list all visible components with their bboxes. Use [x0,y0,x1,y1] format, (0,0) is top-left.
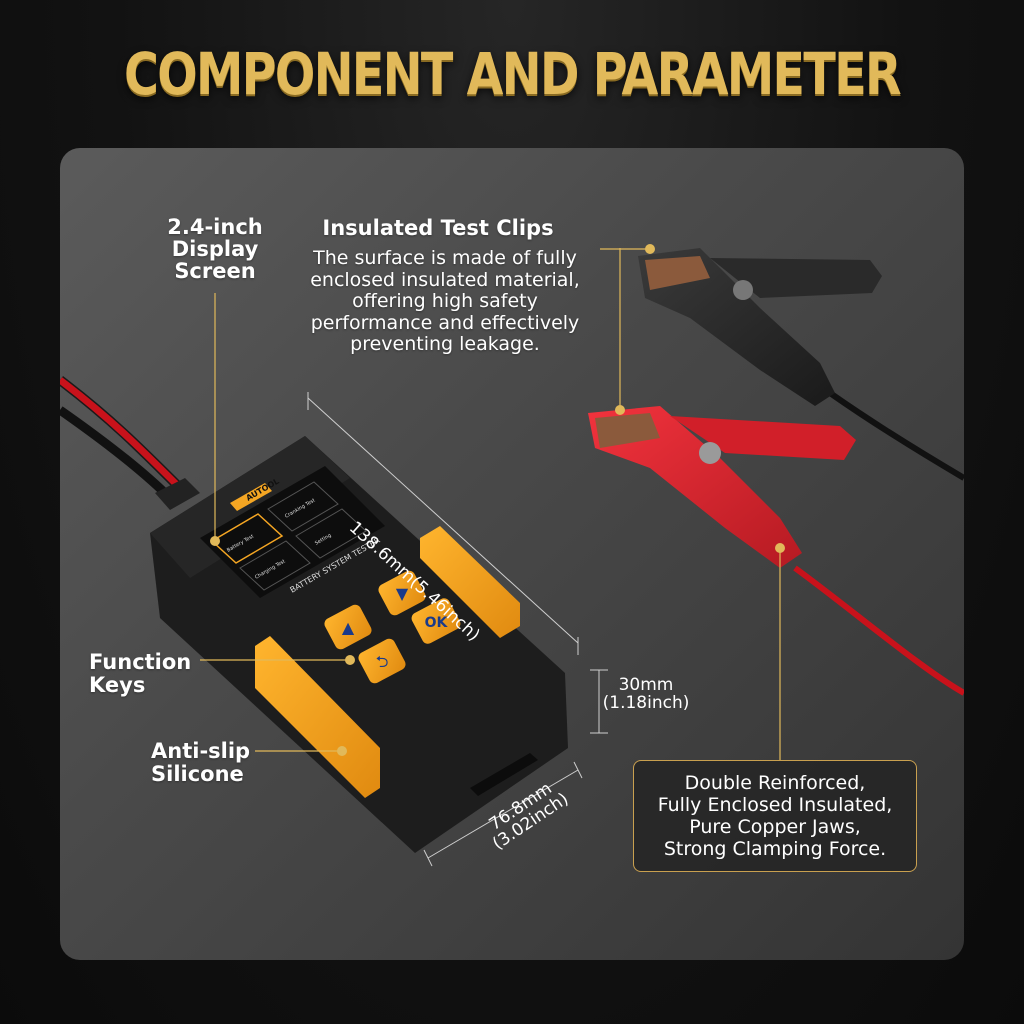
anti-slip-label: Anti-slip Silicone [151,740,281,786]
device-cables [60,376,200,510]
callout-line-1: Double Reinforced, [684,772,866,794]
callout-text: Double Reinforced, Fully Enclosed Insula… [658,772,893,860]
anti-slip-line-1: Anti-slip [151,739,251,763]
display-label-line-1: 2.4-inch [167,215,263,239]
leader-lines [200,248,781,760]
clips-desc-line-4: performance and effectively [310,311,580,334]
key-down-glyph[interactable]: ▼ [396,584,409,603]
product-illustration: ▲ ▼ OK ⮌ AUTOOL BATTERY SYSTEM TESTER Ba… [60,244,964,867]
red-clip [588,405,964,696]
thickness-inch: (1.18inch) [602,693,690,713]
display-screen-label: 2.4-inch Display Screen [150,216,280,282]
tester-device [150,436,568,853]
clips-title: Insulated Test Clips [322,216,554,240]
key-ok-label[interactable]: OK [425,615,449,631]
clips-description: The surface is made of fully enclosed in… [286,247,604,356]
page-headline: COMPONENT AND PARAMETER [123,40,902,108]
function-keys-line-2: Keys [89,673,146,697]
key-back-glyph[interactable]: ⮌ [376,652,389,671]
clips-desc-line-5: preventing leakage. [350,333,540,355]
callout-line-3: Pure Copper Jaws, [689,816,861,838]
display-label-line-2: Display [171,237,259,261]
key-up-glyph[interactable]: ▲ [342,618,355,637]
callout-line-2: Fully Enclosed Insulated, [657,794,893,816]
display-label-line-3: Screen [174,259,256,283]
dimension-lines [307,392,608,867]
product-panel: ▲ ▼ OK ⮌ AUTOOL BATTERY SYSTEM TESTER Ba… [60,148,964,960]
clips-desc-line-2: enclosed insulated material, [310,268,580,291]
device-screen [200,466,385,598]
black-clip [638,244,964,481]
clip-feature-callout: Double Reinforced, Fully Enclosed Insula… [633,760,917,872]
anti-slip-line-2: Silicone [151,762,244,786]
thickness-dimension: 30mm (1.18inch) [596,676,696,712]
clips-desc-line-3: offering high safety [352,290,538,312]
clips-desc-line-1: The surface is made of fully [313,247,577,269]
thickness-mm: 30mm [618,675,674,695]
function-keys-label: Function Keys [89,651,219,697]
callout-line-4: Strong Clamping Force. [663,838,887,860]
function-keys-line-1: Function [89,650,192,674]
